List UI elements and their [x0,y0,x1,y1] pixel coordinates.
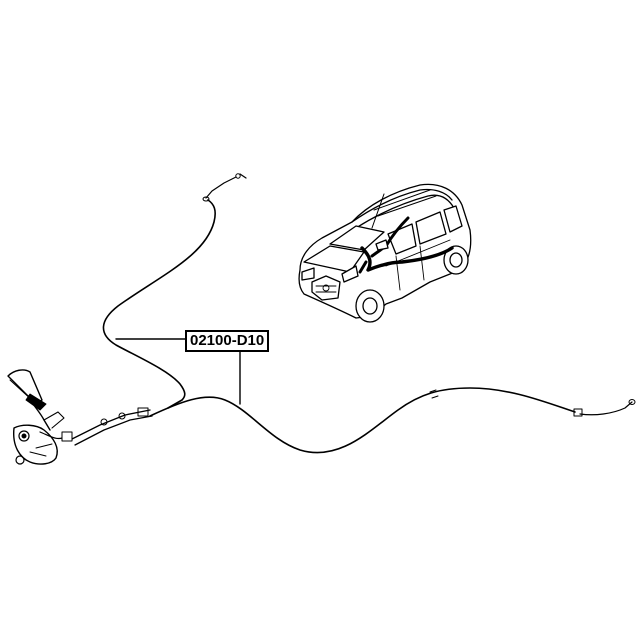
part-label-leaders [115,338,241,405]
vehicle-suv-illustration [298,183,472,323]
parking-brake-cable-left [102,173,247,409]
part-number-label: 02100-D10 [185,330,270,352]
equalizer-rod [69,407,153,446]
parking-brake-cable-right [149,387,636,454]
parking-brake-lever [7,369,73,465]
